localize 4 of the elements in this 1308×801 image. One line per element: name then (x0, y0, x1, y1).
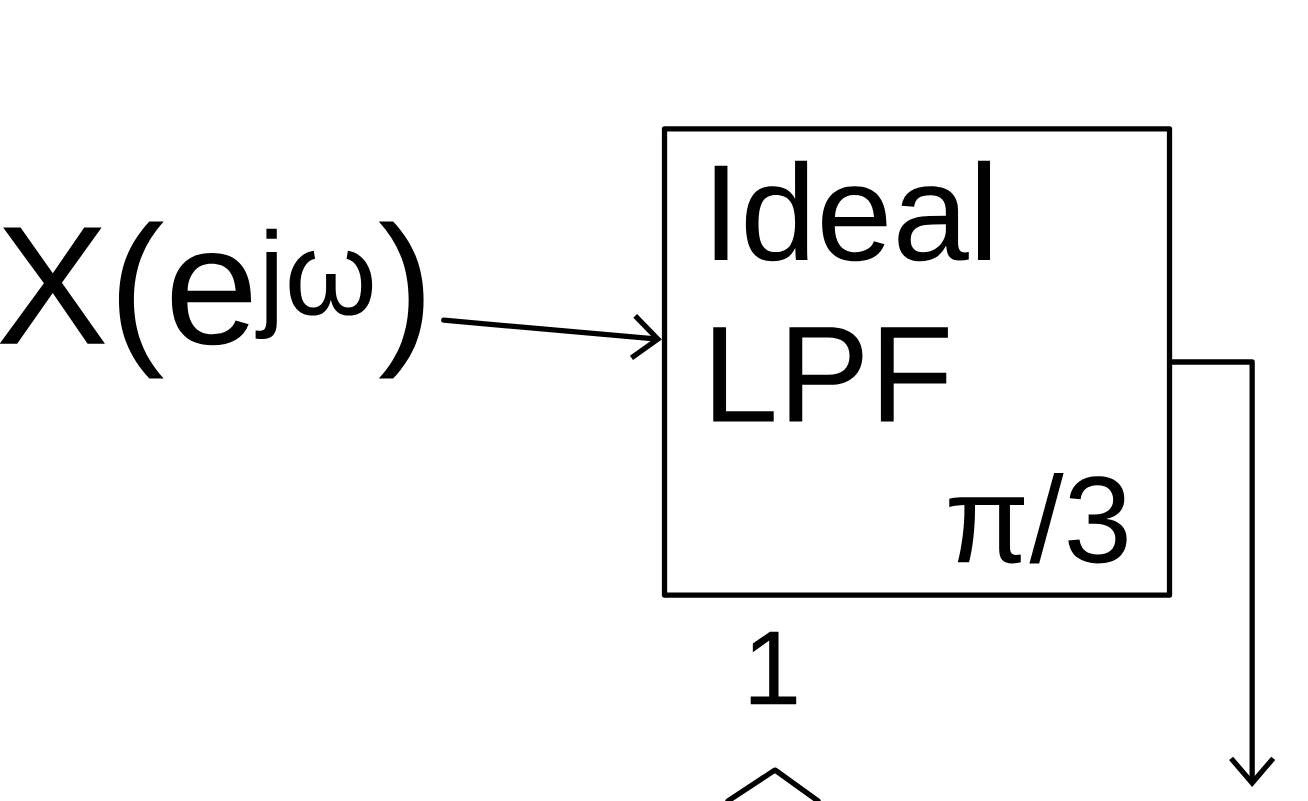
formula-text: X(e$^{jω}$) (0, 221, 424, 379)
process-box: Ideal LPF π/3 (661, 126, 1173, 598)
arrow (1169, 359, 1276, 787)
arrow (441, 314, 662, 361)
